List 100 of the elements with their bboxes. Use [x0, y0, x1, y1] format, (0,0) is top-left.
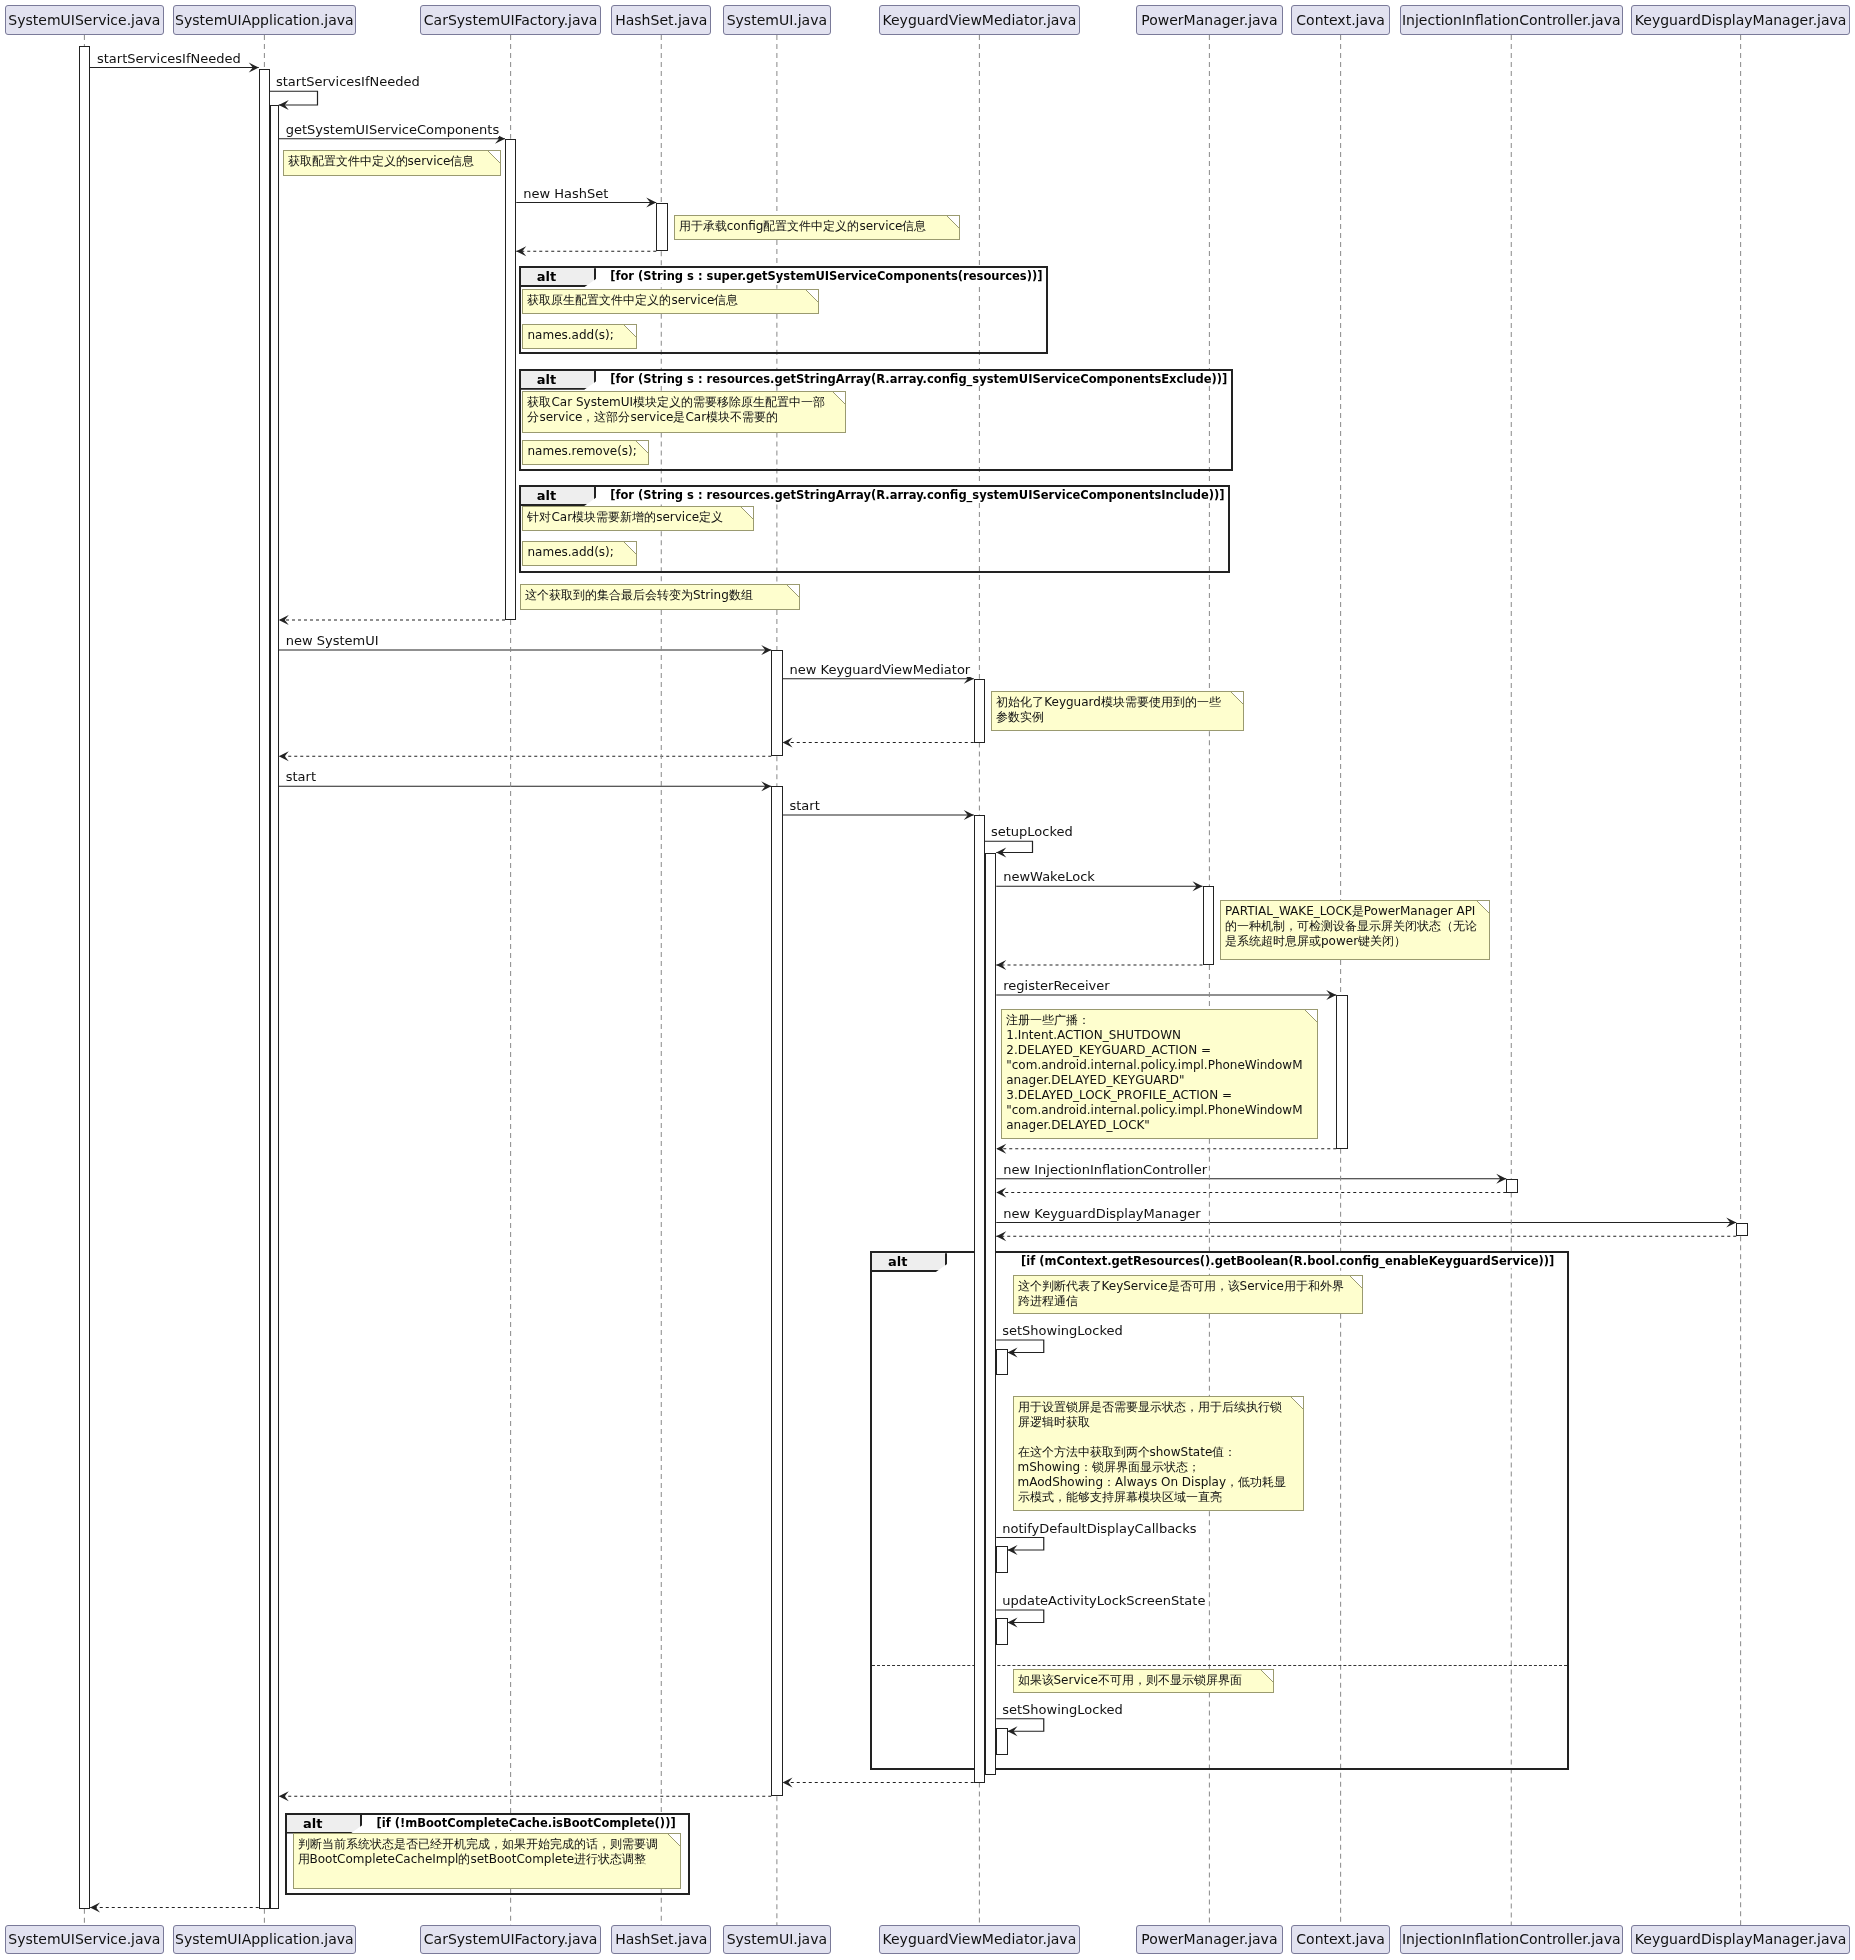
note-text: 针对Car模块需要新增的service定义: [527, 510, 725, 526]
self-message-arrow: [995, 1609, 1045, 1628]
participant-box: PowerManager.java: [1136, 5, 1283, 35]
lifeline: [776, 609, 778, 651]
activation-bar: [270, 105, 279, 1909]
lifeline: [263, 34, 265, 70]
activation-bar: [78, 46, 90, 1909]
return-arrow: [995, 960, 1204, 970]
activation-bar: [996, 1727, 1008, 1755]
activation-bar: [258, 68, 270, 1909]
note-text: 获取Car SystemUI模块定义的需要移除原生配置中一部分service，这部分service是Car模块不需要的: [527, 395, 827, 426]
note: [522, 391, 847, 433]
note-text: 1.Intent.ACTION_SHUTDOWN: [1006, 1027, 1182, 1043]
lifeline: [510, 34, 512, 140]
note-text: 这个获取到的集合最后会转变为String数组: [525, 587, 754, 603]
self-message-arrow: [995, 1718, 1045, 1737]
message-label: new SystemUI: [285, 633, 379, 648]
lifeline: [1208, 730, 1210, 887]
note-text: 注册一些广播：: [1006, 1012, 1092, 1028]
lifeline: [83, 1908, 85, 1926]
message-arrow: [995, 990, 1337, 1000]
participant-box: InjectionInflationController.java: [1400, 1925, 1623, 1954]
message-arrow: [278, 645, 772, 655]
lifeline: [1208, 1510, 1210, 1670]
message-label: start: [789, 798, 820, 813]
activation-bar: [996, 1546, 1008, 1573]
note-text: mShowing：锁屏界面显示状态；: [1017, 1460, 1202, 1476]
participant-box: PowerManager.java: [1136, 1925, 1283, 1954]
participant-box: SystemUIApplication.java: [172, 5, 357, 35]
activation-bar: [656, 202, 668, 252]
message-arrow: [89, 62, 260, 73]
lifeline: [1510, 34, 1512, 1180]
alt-frame: [518, 368, 1234, 472]
lifeline: [660, 432, 662, 507]
note: [1001, 1008, 1318, 1139]
message-arrow: [995, 1217, 1737, 1228]
participant-box: HashSet.java: [611, 5, 712, 35]
note: [522, 506, 754, 532]
message-arrow: [515, 197, 657, 208]
message-label: registerReceiver: [1003, 978, 1110, 993]
message-label: setupLocked: [991, 824, 1073, 840]
note: [1012, 1275, 1363, 1314]
activation-bar: [1202, 886, 1214, 965]
participant-box: KeyguardViewMediator.java: [878, 1925, 1080, 1954]
message-label: setShowingLocked: [1002, 1323, 1123, 1338]
self-message-arrow: [269, 90, 319, 110]
note-text: 用于设置锁屏是否需要显示状态，用于后续执行锁屏逻辑时获取: [1017, 1400, 1283, 1431]
note-text: 如果该Service不可用，则不显示锁屏界面: [1017, 1672, 1243, 1688]
alt-frame: [518, 485, 1231, 573]
note-text: PARTIAL_WAKE_LOCK是PowerManager API的一种机制，可检测设备显示屏关闭状态（无论是系统超时息屏或power键关闭）: [1225, 904, 1478, 949]
message-label: new KeyguardViewMediator: [789, 661, 971, 677]
participant-box: Context.java: [1291, 1925, 1390, 1954]
message-label: setShowingLocked: [1002, 1701, 1123, 1717]
return-arrow: [781, 1777, 975, 1788]
activation-bar: [505, 138, 517, 620]
note-text: mAodShowing：Always On Display，低功耗显示模式，能够支持屏幕模块区域一直亮: [1017, 1475, 1288, 1506]
frame-operator-tab: alt: [520, 370, 597, 390]
lifeline: [510, 619, 512, 1833]
lifeline: [1510, 1192, 1512, 1926]
note-text: 这个判断代表了KeyService是否可用，该Service用于和外界跨进程通信: [1017, 1279, 1345, 1309]
message-label: updateActivityLockScreenState: [1002, 1593, 1206, 1608]
frame-operator-tab: alt: [520, 268, 597, 288]
lifeline: [1208, 1138, 1210, 1276]
participant-box: SystemUIApplication.java: [172, 1925, 357, 1954]
message-arrow: [781, 810, 975, 820]
lifeline: [263, 1908, 265, 1926]
activation-bar: [985, 852, 997, 1775]
participant-box: CarSystemUIFactory.java: [420, 5, 602, 35]
note-text: 判断当前系统状态是否已经开机完成，如果开始完成的话，则需要调用BootCompleteCacheImpl的setBootComplete进行状态调整: [297, 1836, 659, 1867]
message-label: new HashSet: [523, 185, 609, 201]
message-label: getSystemUIServiceComponents: [285, 121, 500, 137]
frame-operator-tab: alt: [520, 487, 597, 506]
participant-box: InjectionInflationController.java: [1400, 5, 1623, 35]
return-arrow: [781, 737, 975, 748]
note: [991, 691, 1244, 732]
note: [522, 288, 819, 314]
return-arrow: [995, 1143, 1337, 1154]
message-label: new KeyguardDisplayManager: [1003, 1205, 1201, 1221]
activation-bar: [996, 1617, 1008, 1645]
frame-operator-tab: alt: [872, 1253, 948, 1273]
return-arrow: [995, 1231, 1737, 1242]
note-text: 3.DELAYED_LOCK_PROFILE_ACTION = "com.android.internal.policy.impl.PhoneWindowManager.DELAYED_LOCK": [1006, 1087, 1304, 1133]
note: [292, 1832, 682, 1889]
note: [1012, 1668, 1274, 1693]
lifeline: [1740, 1235, 1742, 1926]
participant-box: HashSet.java: [611, 1925, 712, 1954]
note-text: 初始化了Keyguard模块需要使用到的一些参数实例: [996, 695, 1222, 726]
lifeline: [1208, 1692, 1210, 1926]
note-text: names.add(s);: [527, 545, 615, 561]
lifeline: [660, 34, 662, 203]
participant-box: KeyguardDisplayManager.java: [1631, 5, 1850, 35]
note-text: 用于承载config配置文件中定义的service信息: [678, 219, 928, 234]
alt-frame: [285, 1812, 690, 1895]
frame-operator-tab: alt: [287, 1814, 363, 1834]
activation-bar: [771, 650, 783, 757]
activation-bar: [996, 1348, 1008, 1375]
lifeline: [1208, 1313, 1210, 1397]
lifeline: [776, 755, 778, 787]
note: [522, 440, 649, 465]
activation-bar: [1506, 1178, 1518, 1193]
